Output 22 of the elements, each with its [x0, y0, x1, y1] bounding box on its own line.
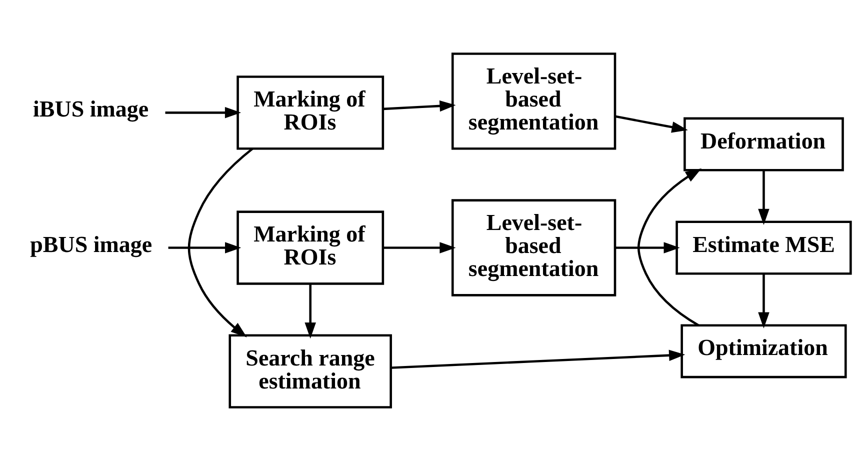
- node-box: Estimate MSE: [676, 220, 852, 275]
- node-text: pBUS image: [30, 232, 152, 257]
- arrow: [165, 107, 242, 118]
- arrow: [168, 242, 242, 254]
- arrow: [638, 168, 702, 326]
- arrow: [391, 350, 686, 369]
- node-box: Search range estimation: [228, 334, 392, 408]
- arrow: [383, 242, 456, 254]
- node-box: Marking of ROIs: [236, 76, 384, 150]
- arrow: [188, 148, 254, 338]
- arrow: [304, 284, 316, 339]
- arrow: [383, 100, 456, 112]
- node-box: Marking of ROIs: [236, 210, 384, 285]
- arrow: [615, 115, 688, 133]
- node-box: Deformation: [684, 117, 844, 172]
- arrow: [758, 170, 770, 225]
- node-box: Level-set-based segmentation: [451, 199, 616, 296]
- arrow: [615, 242, 680, 254]
- node-box: Optimization: [680, 324, 847, 378]
- node-text: iBUS image: [33, 96, 149, 122]
- arrow: [758, 274, 770, 328]
- node-box: Level-set-based segmentation: [451, 52, 616, 150]
